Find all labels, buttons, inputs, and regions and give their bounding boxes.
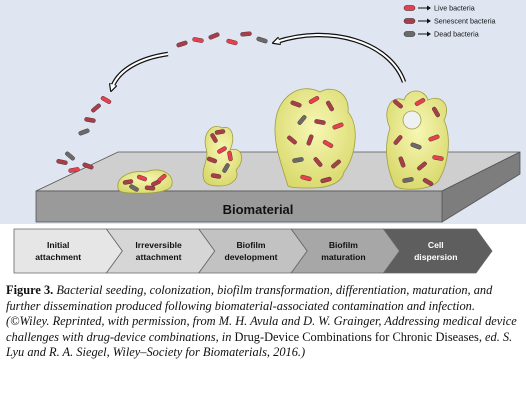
legend-label: Dead bacteria (434, 30, 479, 39)
bacterium (428, 134, 440, 142)
legend-label: Senescent bacteria (434, 17, 496, 26)
stage-label-line2: attachment (35, 252, 81, 262)
bacterium (432, 155, 444, 161)
bacterium (320, 176, 332, 184)
bacterium (222, 163, 230, 173)
bacterium (226, 38, 238, 46)
caption-text-part1: Bacterial seeding, colonization, biofilm… (6, 283, 517, 344)
stage-arrow (105, 228, 216, 274)
bacterium (136, 174, 148, 182)
bacterium (214, 129, 226, 135)
bacterium (410, 142, 422, 150)
bacterium (306, 134, 314, 146)
bacterium (290, 100, 302, 108)
bacterium (227, 150, 233, 162)
legend-label: Live bacteria (434, 4, 475, 13)
bacterium (300, 174, 312, 182)
stage-arrow (13, 228, 123, 274)
bacterium (308, 96, 320, 104)
biofilm-cluster-maturation (274, 88, 356, 189)
bacterium (332, 122, 344, 130)
stage-arrows: Initial attachment Irreversible attachment B… (13, 228, 493, 274)
stage-label-line1: Biofilm (236, 240, 265, 250)
bacterium (210, 133, 218, 143)
bacterium (217, 146, 227, 154)
bacterium (210, 173, 222, 179)
stage-label-line2: maturation (321, 252, 365, 262)
bacterium (100, 96, 112, 104)
bacterium (240, 31, 252, 37)
caption-text-part2: , ed. S. Lyu and R. A. Siegel, Wiley–Soc… (6, 329, 513, 360)
bacterium (422, 178, 434, 186)
bacteria-layer (56, 31, 444, 192)
bacterium (144, 185, 156, 191)
biofilm-cluster-development (202, 126, 243, 187)
stage-label-line2: dispersion (414, 252, 457, 262)
legend-swatch (403, 5, 416, 11)
bacterium (287, 135, 297, 145)
bacterium (292, 157, 304, 163)
bacterium (82, 162, 94, 170)
bacterium (432, 106, 440, 118)
bacterium (314, 119, 326, 125)
bacterium (414, 98, 426, 106)
bacterium (129, 184, 139, 192)
bacterium (192, 37, 204, 43)
caption-book-title: Drug-Device Combinations for Chronic Dis… (234, 329, 479, 344)
stage-label-line2: development (224, 252, 277, 262)
bacterium (122, 179, 134, 185)
stage-arrow (382, 228, 493, 274)
bacterium (393, 99, 403, 109)
substrate-front-face (35, 190, 443, 223)
bacterium (68, 167, 80, 173)
caption-figure-label: Figure 3. (6, 283, 54, 297)
bacterium (91, 103, 101, 113)
bacterium (256, 36, 268, 44)
bacterium (157, 173, 167, 183)
bacterium (297, 115, 307, 125)
bacterium (313, 157, 323, 167)
legend-arrowhead (427, 5, 431, 11)
bacterium (65, 151, 75, 161)
legend-arrowhead (427, 31, 431, 37)
bacterium (322, 140, 334, 148)
stage-label-line1: Irreversible (135, 240, 182, 250)
bacterium (78, 128, 90, 136)
legend-swatch (403, 18, 416, 24)
stage-label-line2: attachment (136, 252, 182, 262)
bacterium (206, 156, 218, 164)
stage-arrow (198, 228, 308, 274)
stage-label-line1: Initial (47, 240, 69, 250)
bacterium (56, 159, 68, 165)
bacterium (393, 135, 403, 145)
bacterium (331, 159, 341, 169)
dispersion-cavity (402, 110, 422, 130)
bacterium (402, 177, 414, 183)
bacterium (326, 100, 334, 112)
bacterium (84, 117, 96, 123)
stage-arrow (290, 228, 401, 274)
stage-label-line1: Biofilm (329, 240, 358, 250)
dispersion-arrow-left-inner (111, 53, 169, 89)
figure-caption: Figure 3. Bacterial seeding, colonizatio… (6, 283, 520, 361)
bacterium (398, 156, 406, 168)
legend-arrowhead (427, 18, 431, 24)
stage-label-line1: Cell (428, 240, 444, 250)
bacterium (417, 161, 427, 171)
bacterium (208, 32, 220, 40)
dispersion-arrow-right-inner (275, 34, 405, 83)
substrate-label: Biomaterial (223, 202, 294, 217)
bacterium (176, 40, 188, 48)
legend-swatch (403, 31, 416, 37)
